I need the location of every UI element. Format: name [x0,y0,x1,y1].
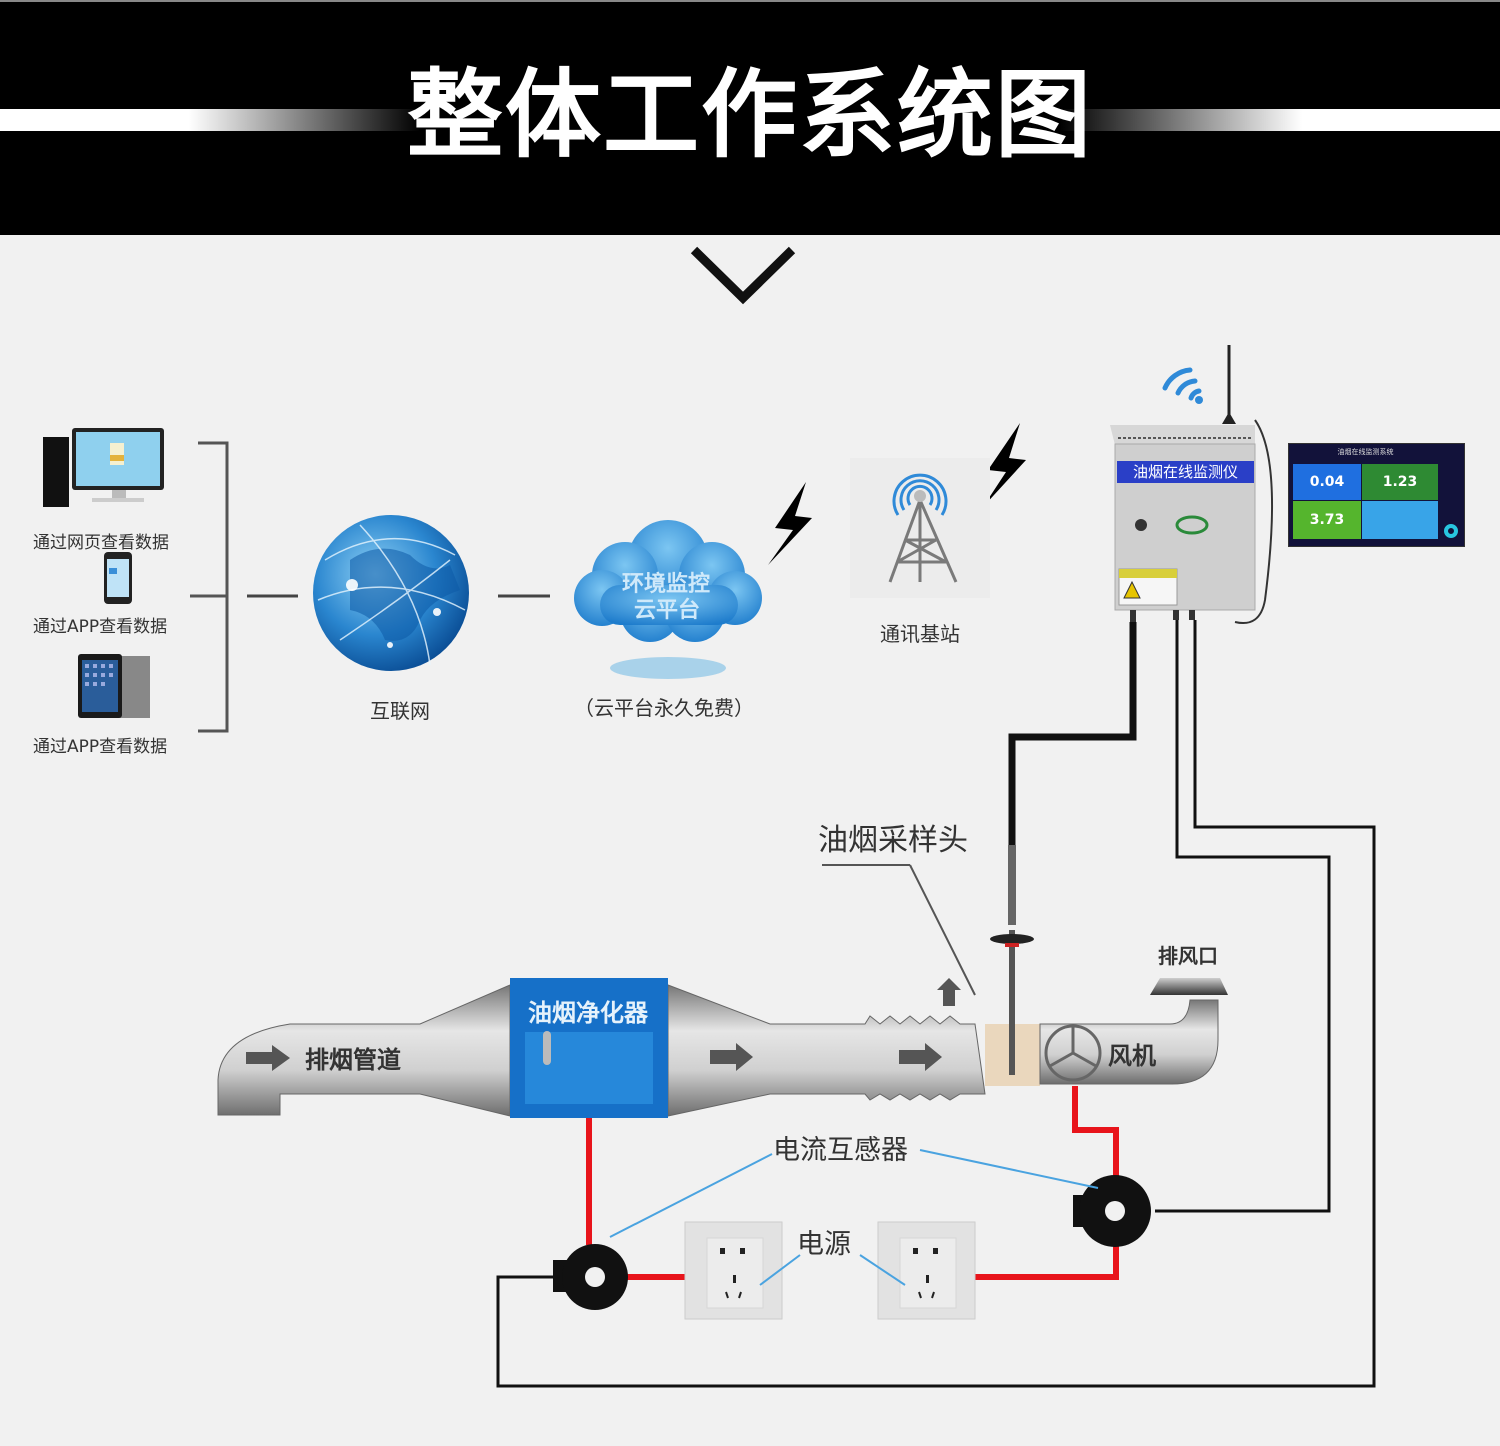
client-label-app-phone: 通过APP查看数据 [33,617,168,637]
tablet-icon [78,654,150,718]
cloud-text-line2: 云平台 [634,598,701,623]
flow-arrow-icon [937,978,961,1006]
flow-arrow-icon [246,1045,290,1071]
monitoring-display-screen: 油烟在线监测系统 0.04 1.23 3.73 [1288,443,1465,547]
power-source-label: 电源 [797,1229,851,1260]
client-bracket [190,441,550,733]
sampler-label: 油烟采样头 [818,823,968,858]
globe-internet-icon [313,515,469,671]
client-label-app-tablet: 通过APP查看数据 [33,737,168,757]
screen-status-grid [1362,501,1438,539]
current-transformer-icon [553,1244,628,1310]
duct-label: 排烟管道 [305,1046,401,1074]
screen-value-3: 3.73 [1293,501,1361,539]
screen-title: 油烟在线监测系统 [1337,448,1394,456]
monitor-device-box [1110,419,1273,624]
cloud-caption: （云平台永久免费） [574,696,754,720]
client-label-web: 通过网页查看数据 [33,533,169,553]
monitor-device-title: 油烟在线监测仪 [1117,461,1254,483]
wifi-signal-icon [1162,367,1202,401]
current-transformer-label: 电流互感器 [773,1135,908,1166]
antenna-icon [1222,345,1236,424]
current-transformer-icon [1073,1175,1151,1247]
fan-icon [1044,1024,1102,1082]
chevron-down-icon [690,246,796,305]
page-title: 整体工作系统图 [407,59,1093,171]
internet-label: 互联网 [370,699,430,723]
power-socket-icon [684,1221,783,1320]
flow-arrow-icon [899,1043,942,1071]
cloud-platform-icon [574,520,762,679]
pointer-lines [609,1149,1099,1286]
lightning-bolt-icon [983,423,1026,507]
lightning-bolt-icon [768,482,812,565]
header-stripe-left [0,109,420,131]
screen-value-1: 0.04 [1293,464,1361,500]
purifier-unit [510,978,668,1118]
outlet-label: 排风口 [1158,944,1218,968]
power-socket-icon [877,1221,976,1320]
sensor-cable [496,620,1376,1388]
cloud-text-line1: 环境监控 [622,572,711,597]
screen-value-2: 1.23 [1362,464,1438,500]
flow-arrow-icon [710,1043,753,1071]
header-stripe-right [1060,109,1500,131]
header-banner: 整体工作系统图 [0,0,1500,235]
settings-gear-icon [1444,524,1458,538]
communication-tower-icon [850,458,990,598]
smartphone-icon [104,552,132,604]
sampler-probe [822,845,1034,1075]
fan-label: 风机 [1108,1042,1156,1070]
exhaust-duct [217,978,1228,1117]
purifier-label: 油烟净化器 [528,999,648,1027]
base-station-label: 通讯基站 [880,622,960,646]
desktop-computer-icon [43,428,164,507]
